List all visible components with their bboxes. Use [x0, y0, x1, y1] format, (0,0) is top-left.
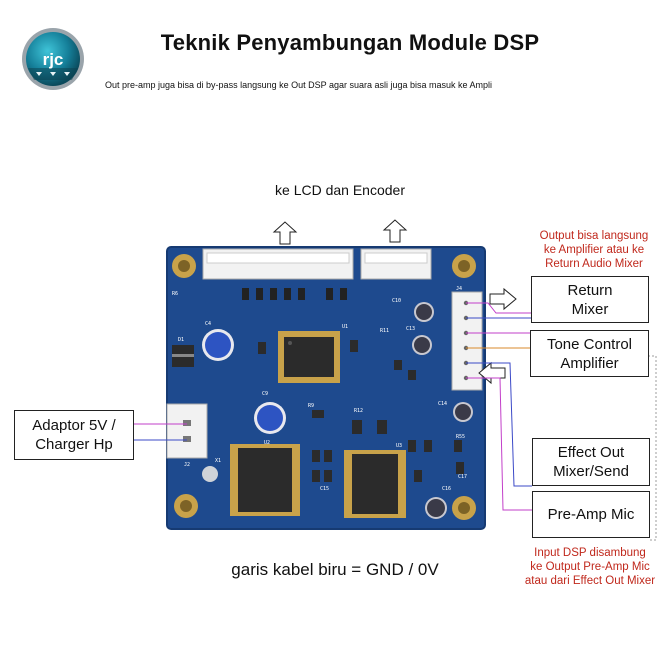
output-note-line2: ke Amplifier atau ke: [543, 244, 645, 256]
input-note-line1: Input DSP disambung: [534, 547, 646, 559]
silk-c13: C13: [406, 326, 415, 332]
dsp-chip-u1: [278, 331, 340, 383]
capacitor-c10: [414, 302, 434, 322]
arrow-up-icon: [272, 221, 298, 245]
dsp-module-board: C4 D1 R6 U1 U2 U3 C9 C10 C13 C14 C16 J4 …: [166, 246, 486, 530]
tone-control-box: Tone Control Amplifier: [530, 330, 649, 377]
arrow-up-icon: [382, 219, 408, 243]
lcd-encoder-label: ke LCD dan Encoder: [275, 182, 405, 198]
silk-r11: R11: [380, 328, 389, 334]
silk-c10: C10: [392, 298, 401, 304]
output-note-line1: Output bisa langsung: [539, 230, 649, 242]
input-wires: [466, 362, 532, 511]
silk-c17: C17: [458, 474, 467, 480]
silk-r9: R9: [308, 403, 314, 409]
silk-r6: R6: [172, 291, 178, 297]
silk-c14: C14: [438, 401, 447, 407]
silk-d1: D1: [178, 337, 184, 343]
tone-line2: Amplifier: [560, 354, 619, 372]
gnd-note: garis kabel biru = GND / 0V: [231, 560, 439, 579]
return-mixer-wires: [466, 302, 533, 319]
effect-out-box: Effect Out Mixer/Send: [532, 438, 650, 486]
logo-badge: rjc: [22, 28, 84, 90]
page-subtitle: Out pre-amp juga bisa di by-pass langsun…: [105, 80, 493, 90]
capacitor-c13: [412, 335, 432, 355]
tone-control-wires: [466, 332, 530, 349]
page-title: Teknik Penyambungan Module DSP: [160, 30, 540, 55]
mounting-hole: [452, 496, 476, 520]
bypass-dotted-line: [648, 355, 657, 541]
capacitor-c16: [425, 497, 447, 519]
lcd-connector: [202, 248, 354, 280]
chip-u3: [344, 450, 406, 518]
return-line2: Mixer: [571, 300, 609, 318]
tone-line1: Tone Control: [546, 335, 633, 353]
preamp-mic-box: Pre-Amp Mic: [532, 491, 650, 538]
silk-c9: C9: [262, 391, 268, 397]
silk-x1: X1: [215, 458, 221, 464]
silk-c15: C15: [320, 486, 329, 492]
chip-u2: [230, 444, 300, 516]
silk-j4: J4: [456, 286, 462, 292]
audio-connector-j4: [451, 291, 483, 391]
silk-u3: U3: [396, 443, 402, 449]
silk-r55: R55: [456, 434, 465, 440]
adaptor-line1: Adaptor 5V /: [32, 417, 116, 434]
capacitor-c4: [202, 329, 234, 361]
input-note: Input DSP disambung ke Output Pre-Amp Mi…: [512, 546, 668, 588]
silk-c4: C4: [205, 321, 211, 327]
power-connector-j2: [166, 403, 208, 459]
mounting-hole: [172, 254, 196, 278]
adaptor-box: Adaptor 5V / Charger Hp: [14, 410, 134, 460]
logo: rjc: [20, 26, 86, 92]
crystal-x1: [202, 466, 218, 482]
mounting-hole: [174, 494, 198, 518]
silk-r12: R12: [354, 408, 363, 414]
smd-resistor-row: [242, 288, 347, 300]
silk-u2: U2: [264, 440, 270, 446]
input-note-line2: ke Output Pre-Amp Mic: [530, 561, 650, 573]
arrow-right-icon: [489, 287, 517, 311]
logo-text: rjc: [43, 50, 64, 69]
capacitor-c14: [453, 402, 473, 422]
mounting-hole: [452, 254, 476, 278]
smd-components: [258, 340, 464, 482]
output-note: Output bisa langsung ke Amplifier atau k…: [524, 229, 664, 271]
capacitor-c9: [254, 402, 286, 434]
return-mixer-box: Return Mixer: [531, 276, 649, 323]
effect-line2: Mixer/Send: [553, 463, 629, 480]
silk-c16: C16: [442, 486, 451, 492]
adaptor-line2: Charger Hp: [35, 436, 113, 453]
return-line1: Return: [567, 281, 613, 299]
silk-j2: J2: [184, 462, 190, 468]
input-note-line3: atau dari Effect Out Mixer: [524, 575, 656, 587]
output-note-line3: Return Audio Mixer: [545, 258, 643, 270]
effect-line1: Effect Out: [557, 444, 625, 461]
power-wires: [133, 423, 187, 441]
encoder-connector: [360, 248, 432, 280]
silk-u1: U1: [342, 324, 348, 330]
preamp-label: Pre-Amp Mic: [547, 506, 635, 523]
